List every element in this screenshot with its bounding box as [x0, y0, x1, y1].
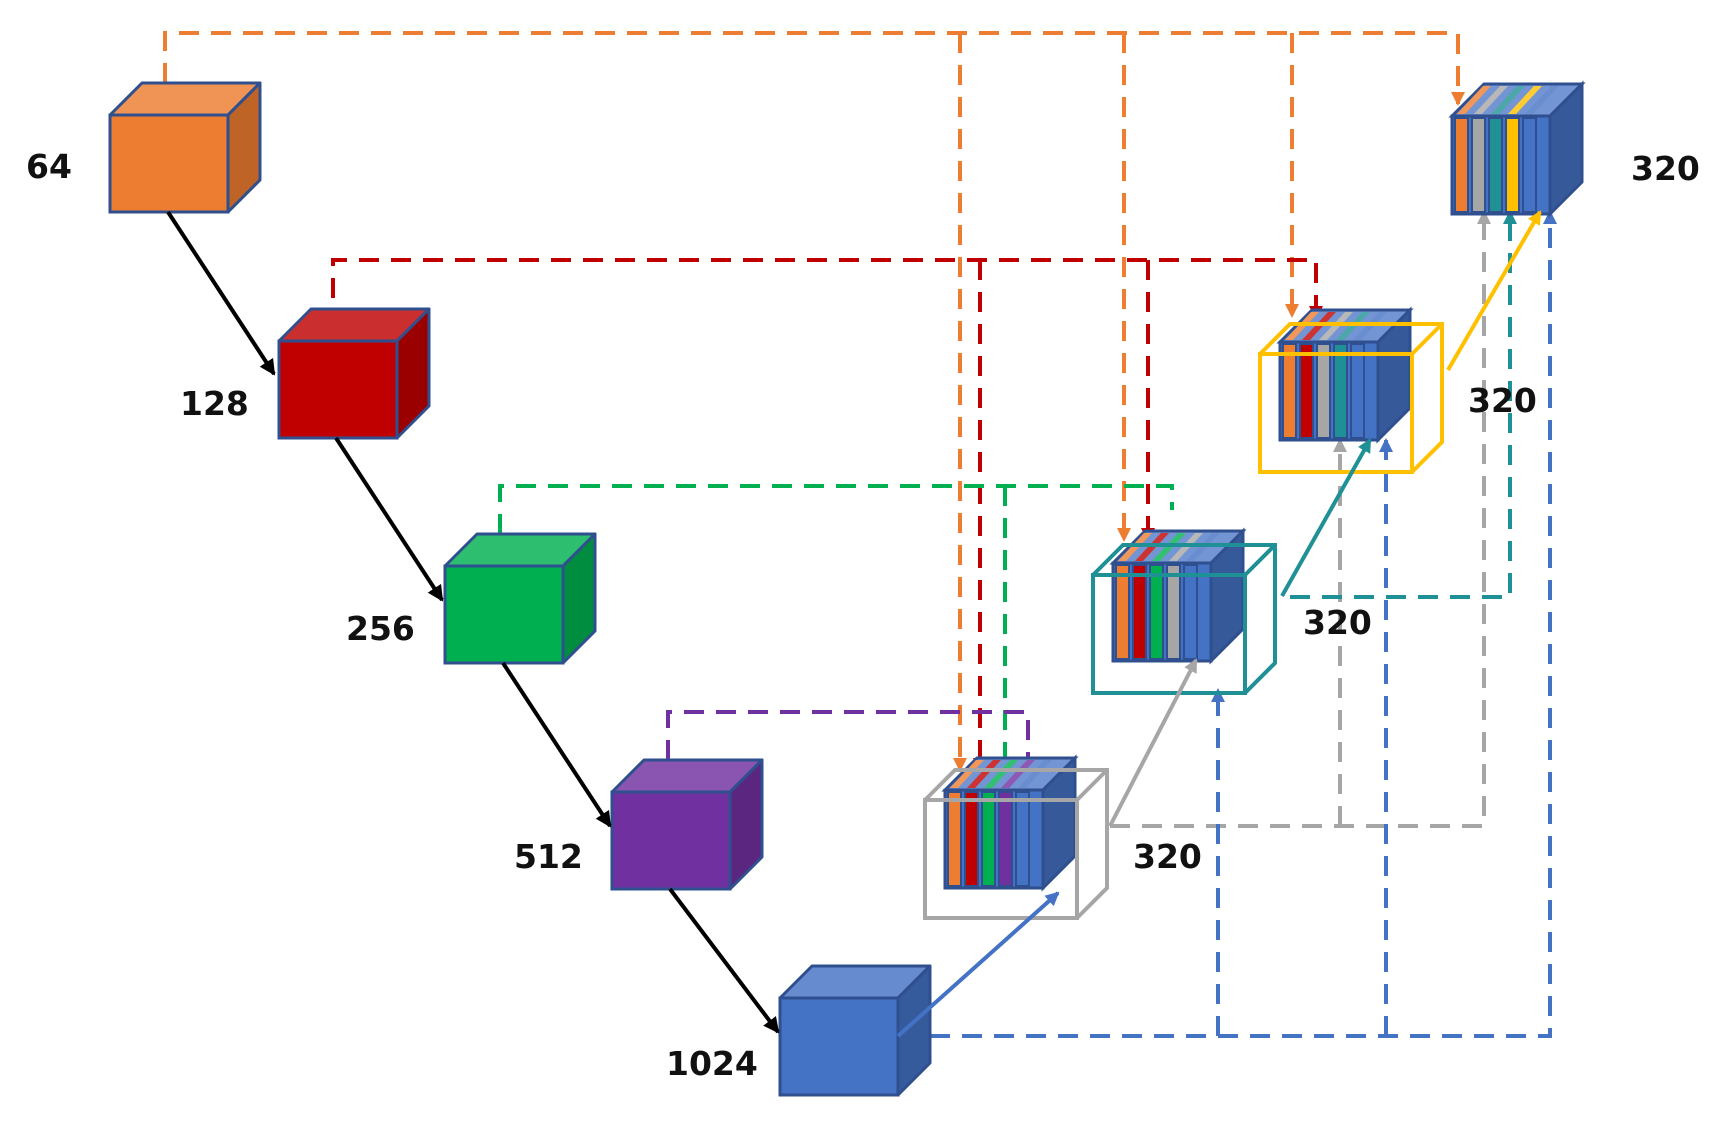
- decoder-block-4-top-stripe-3: [1508, 86, 1542, 114]
- decoder-block-3-stripe-4: [1350, 343, 1365, 439]
- decoder-block-3-stripe-1: [1299, 343, 1314, 439]
- decoder-block-1-stripe-0: [947, 791, 962, 887]
- encoder-block-1024-front: [778, 996, 900, 1097]
- skip-connection-green-7: [498, 484, 1174, 534]
- encoder-label-256: 256: [346, 609, 415, 648]
- flow-arrows: [166, 210, 1542, 1038]
- encoder-block-1024: [778, 964, 932, 1097]
- upsample-arrow-yellow: [1446, 210, 1542, 372]
- encoder-block-512: [610, 758, 764, 891]
- decoder-block-1-stripe-2: [981, 791, 996, 887]
- encoder-block-256-front: [443, 564, 565, 665]
- decoder-frame-teal: [1091, 543, 1277, 695]
- encoder-label-64: 64: [26, 147, 72, 186]
- decoder-block-1-stripe-3: [998, 791, 1013, 887]
- decoder-block-1-top-stripe-2: [984, 760, 1018, 788]
- decoder-block-4-stripe-2: [1488, 117, 1503, 213]
- downsample-arrow-1: [334, 436, 444, 602]
- decoder-frame-gray-edge: [1075, 768, 1109, 802]
- encoder-block-128: [277, 307, 431, 440]
- decoder-block-2-stripe-1: [1132, 564, 1147, 660]
- decoder-block-4-stripe-0: [1454, 117, 1469, 213]
- decoder-block-4-top-stripe-4: [1525, 86, 1559, 114]
- decoder-block-4: [1448, 80, 1586, 218]
- decoder-label-1: 320: [1133, 837, 1202, 876]
- skip-connection-red-4: [331, 258, 1323, 320]
- decoder-block-1-top-stripe-3: [1001, 760, 1035, 788]
- decoder-frame-gray-front: [923, 798, 1079, 920]
- decoder-block-1-top-stripe-0: [950, 760, 984, 788]
- decoder-frame-teal-edge: [1243, 543, 1277, 577]
- decoder-block-1: [941, 754, 1079, 892]
- encoder-block-64-front: [108, 113, 230, 214]
- skip-connection-orange-0: [163, 31, 1465, 115]
- decoder-block-4-top-stripe-2: [1491, 86, 1525, 114]
- decoder-frame-yellow-front: [1258, 352, 1414, 474]
- decoder-block-4-stripe-1: [1471, 117, 1486, 213]
- decoder-block-2-stripe-0: [1115, 564, 1130, 660]
- decoder-block-3-stripe-0: [1282, 343, 1297, 439]
- skip-connection-purple-9: [666, 710, 1035, 772]
- downsample-arrow-3: [668, 887, 780, 1034]
- skip-connections: [163, 31, 1557, 1038]
- decoder-frame-yellow: [1258, 322, 1444, 474]
- decoder-frame-gray: [923, 768, 1109, 920]
- encoder-block-64: [108, 81, 262, 214]
- decoder-frame-teal-front: [1091, 573, 1247, 695]
- decoder-block-1-top-stripe-1: [967, 760, 1001, 788]
- decoder-block-1-stripe-1: [964, 791, 979, 887]
- upsample-arrow-teal: [1280, 438, 1372, 597]
- decoder-label-3: 320: [1468, 381, 1537, 420]
- skip-connection-gray-10: [1110, 210, 1491, 828]
- decoder-block-1-stripe-4: [1015, 791, 1030, 887]
- decoder-block-2-stripe-2: [1149, 564, 1164, 660]
- encoder-label-512: 512: [514, 837, 583, 876]
- feature-blocks: [108, 80, 1586, 1097]
- decoder-label-4: 320: [1631, 149, 1700, 188]
- skip-connection-teal-12: [1290, 210, 1517, 599]
- decoder-block-3-stripe-2: [1316, 343, 1331, 439]
- decoder-block-1-top-stripe-4: [1018, 760, 1052, 788]
- decoder-block-4-top-stripe-0: [1457, 86, 1491, 114]
- encoder-label-1024: 1024: [666, 1044, 758, 1083]
- encoder-block-512-front: [610, 790, 732, 891]
- decoder-block-3: [1276, 306, 1414, 444]
- decoder-block-2-stripe-4: [1183, 564, 1198, 660]
- decoder-frame-yellow-edge: [1410, 322, 1444, 356]
- downsample-arrow-2: [501, 661, 612, 828]
- decoder-label-2: 320: [1303, 603, 1372, 642]
- upsample-arrow-gray: [1108, 658, 1198, 827]
- encoder-label-128: 128: [180, 384, 249, 423]
- decoder-block-2: [1109, 527, 1247, 665]
- decoder-block-4-top-stripe-1: [1474, 86, 1508, 114]
- decoder-block-4-stripe-3: [1505, 117, 1520, 213]
- downsample-arrow-0: [166, 210, 276, 376]
- encoder-block-256: [443, 532, 597, 665]
- decoder-block-2-stripe-3: [1166, 564, 1181, 660]
- decoder-block-4-stripe-4: [1522, 117, 1537, 213]
- upsample-arrow-blue: [896, 891, 1060, 1038]
- skip-connection-blue-13: [930, 210, 1557, 1038]
- decoder-block-3-stripe-3: [1333, 343, 1348, 439]
- encoder-block-128-front: [277, 339, 399, 440]
